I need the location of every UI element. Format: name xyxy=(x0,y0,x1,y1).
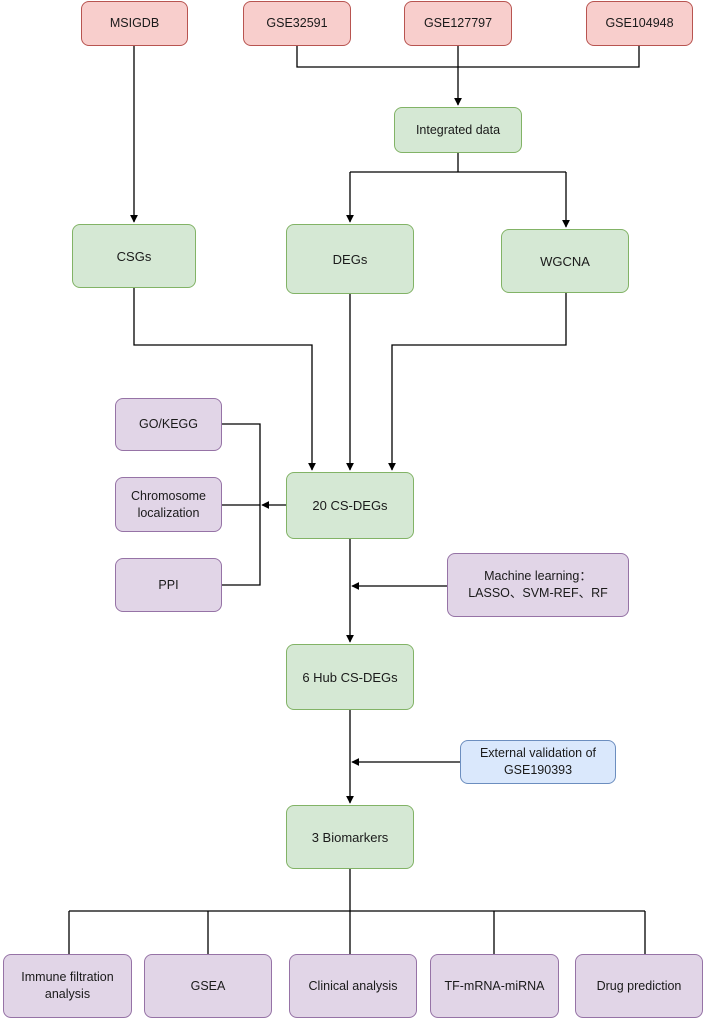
node-20-cs-degs-label: 20 CS-DEGs xyxy=(312,498,388,513)
node-3-biomarkers-label: 3 Biomarkers xyxy=(311,829,389,845)
node-clinical-analysis: Clinical analysis xyxy=(289,954,417,1018)
node-wgcna-label: WGCNA xyxy=(540,253,590,269)
node-csgs: CSGs xyxy=(72,224,196,288)
node-gse127797-label: GSE127797 xyxy=(423,16,493,30)
node-clinical-analysis-label: Clinical analysis xyxy=(308,978,398,993)
node-drug-prediction-label: Drug prediction xyxy=(596,978,682,993)
node-degs-label: DEGs xyxy=(332,251,368,267)
node-6-hub-cs-degs: 6 Hub CS-DEGs xyxy=(286,644,414,710)
node-gse32591-label: GSE32591 xyxy=(266,16,328,30)
edge-wgcna-csdegs xyxy=(388,293,567,471)
node-gokegg-label: GO/KEGG xyxy=(138,417,199,431)
node-chromosome-label: Chromosome localization xyxy=(130,488,207,520)
node-wgcna: WGCNA xyxy=(501,229,629,293)
node-msigdb: MSIGDB xyxy=(81,1,188,46)
node-gse127797: GSE127797 xyxy=(404,1,512,46)
node-gsea-label: GSEA xyxy=(190,978,226,993)
node-gsea: GSEA xyxy=(144,954,272,1018)
node-3-biomarkers: 3 Biomarkers xyxy=(286,805,414,869)
node-machine-learning-label: Machine learning： LASSO、SVM-REF、RF xyxy=(468,569,608,600)
node-tf-mrna-mirna-label: TF-mRNA-miRNA xyxy=(444,978,545,993)
node-external-validation: External validation of GSE190393 xyxy=(460,740,616,784)
edge-biomarkers-split xyxy=(69,869,645,912)
node-csgs-label: CSGs xyxy=(116,248,152,264)
node-tf-mrna-mirna: TF-mRNA-miRNA xyxy=(430,954,559,1018)
node-gse32591: GSE32591 xyxy=(243,1,351,46)
edge-gse32591-merge xyxy=(296,46,640,68)
node-immune-filtration: Immune filtration analysis xyxy=(3,954,132,1018)
node-msigdb-label: MSIGDB xyxy=(109,16,160,30)
node-external-validation-label: External validation of GSE190393 xyxy=(479,746,597,777)
node-20-cs-degs: 20 CS-DEGs xyxy=(286,472,414,539)
node-gokegg: GO/KEGG xyxy=(115,398,222,451)
node-gse104948: GSE104948 xyxy=(586,1,693,46)
node-machine-learning: Machine learning： LASSO、SVM-REF、RF xyxy=(447,553,629,617)
node-integrated-data: Integrated data xyxy=(394,107,522,153)
node-degs: DEGs xyxy=(286,224,414,294)
node-integrated-data-label: Integrated data xyxy=(415,122,501,137)
node-immune-filtration-label: Immune filtration analysis xyxy=(21,970,114,1001)
node-gse104948-label: GSE104948 xyxy=(605,16,674,30)
node-ppi-label: PPI xyxy=(158,577,179,592)
node-ppi: PPI xyxy=(115,558,222,612)
node-chromosome: Chromosome localization xyxy=(115,477,222,532)
node-6-hub-cs-degs-label: 6 Hub CS-DEGs xyxy=(302,669,398,685)
edge-csgs-csdegs xyxy=(133,288,316,471)
edge-integrated-degs xyxy=(350,171,566,222)
node-drug-prediction: Drug prediction xyxy=(575,954,703,1018)
